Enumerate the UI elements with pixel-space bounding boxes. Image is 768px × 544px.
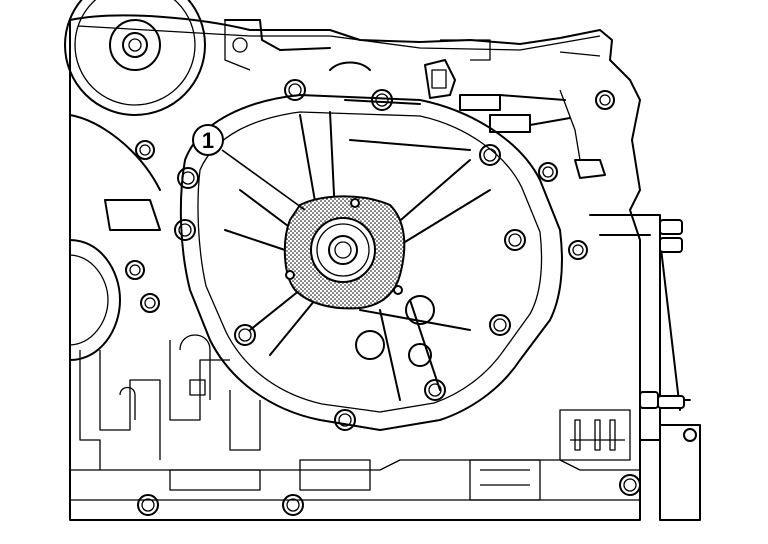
harness-connector [329,39,606,179]
highlighted-oil-pump [283,195,406,310]
callout-leader-line [221,149,306,211]
left-gear [69,114,161,361]
pump-housing [179,94,563,431]
bolt-holes [125,79,641,516]
case-outline [69,14,641,521]
valve-body-channels [79,334,631,501]
right-side-rails [589,214,701,521]
callout-number: 1 [202,128,214,153]
upper-bracket [104,19,331,231]
callout-1: 1 [192,124,306,211]
upper-left-gear [64,0,206,116]
callout-circle [192,124,224,156]
